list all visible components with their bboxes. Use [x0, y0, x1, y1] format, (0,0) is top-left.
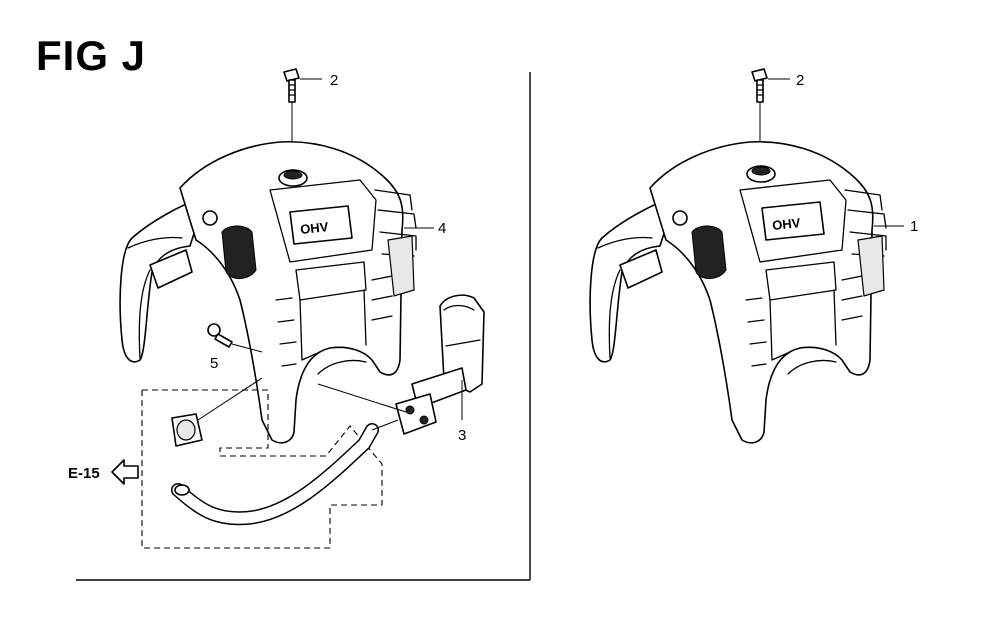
- screw-5: [207, 323, 263, 353]
- bolt-left: [283, 68, 322, 174]
- left-assembly: 2 OHV: [68, 68, 485, 549]
- callout-left-bolt: 2: [330, 72, 338, 89]
- cover-logo-left: OHV: [299, 219, 329, 237]
- bracket-3: [395, 294, 485, 435]
- callout-right-bolt: 2: [796, 72, 804, 89]
- engine-cover-left: OHV: [119, 140, 417, 444]
- callout-left-cover: 4: [438, 220, 446, 237]
- reference-arrow: [111, 459, 139, 485]
- callout-bracket: 3: [458, 427, 466, 444]
- section-divider: [76, 72, 531, 581]
- engine-cover-right: OHV: [589, 140, 887, 444]
- callout-right-cover: 1: [910, 218, 918, 235]
- cover-logo-right: OHV: [771, 215, 801, 233]
- right-assembly: 2 OHV: [589, 68, 918, 444]
- reference-label: E-15: [68, 465, 100, 482]
- bolt-right: [751, 68, 790, 168]
- hose-group: [141, 377, 399, 549]
- figure-title: FIG J: [36, 32, 147, 79]
- callout-clip-screw: 5: [210, 355, 218, 372]
